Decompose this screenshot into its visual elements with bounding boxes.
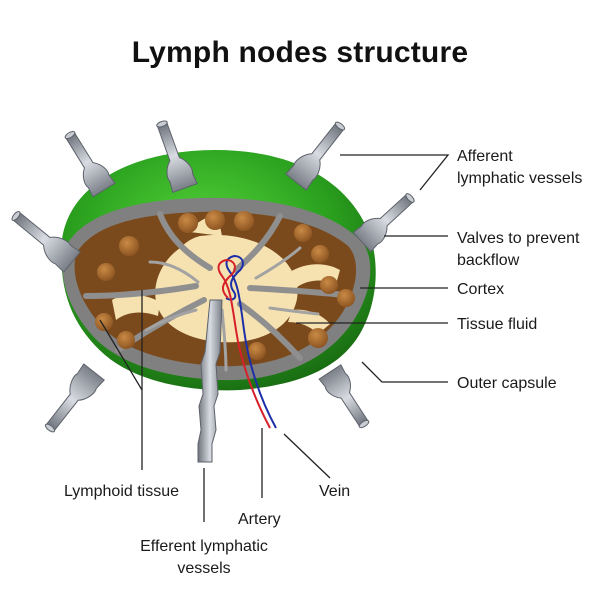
- afferent-vessel: [44, 363, 105, 433]
- leader-lines: [99, 154, 450, 522]
- trabeculae-thin: [144, 246, 320, 372]
- afferent-vessel: [352, 193, 415, 253]
- valves-label-line1: Valves to prevent: [457, 230, 580, 247]
- tissue-fluid-arm: [288, 309, 330, 334]
- tissue-fluid-label: Tissue fluid: [457, 316, 538, 333]
- afferent-label: Afferent lymphatic vessels: [457, 146, 582, 190]
- afferent-vessel: [156, 120, 198, 194]
- afferent-vessel: [285, 121, 346, 191]
- efferent-vessel: [197, 299, 223, 463]
- lymphatic-vessels: [11, 120, 415, 463]
- lymphoid-nodules: [95, 210, 355, 360]
- efferent-label-line2: vessels: [177, 560, 231, 577]
- valves-label: Valves to prevent backflow: [457, 228, 579, 272]
- lymphoid-tissue-label: Lymphoid tissue: [64, 483, 180, 500]
- vein: [225, 254, 277, 429]
- efferent-label: Efferent lymphatic vessels: [126, 536, 282, 580]
- afferent-vessel: [11, 210, 81, 273]
- outer-capsule-label: Outer capsule: [457, 375, 557, 392]
- artery-label: Artery: [238, 511, 281, 528]
- artery: [217, 258, 271, 429]
- diagram-title: Lymph nodes structure: [131, 36, 469, 69]
- tissue-fluid-arm: [112, 294, 160, 320]
- cortex-label: Cortex: [457, 281, 505, 298]
- afferent-label-line2: lymphatic vessels: [457, 170, 583, 187]
- afferent-vessel: [64, 130, 116, 198]
- afferent-vessel: [318, 364, 370, 429]
- afferent-label-line1: Afferent: [457, 148, 513, 165]
- tissue-fluid-arm: [290, 264, 340, 288]
- vein-label: Vein: [319, 483, 351, 500]
- tissue-fluid-region: [155, 234, 298, 343]
- efferent-label-line1: Efferent lymphatic: [140, 538, 268, 555]
- valves-label-line2: backflow: [457, 252, 520, 269]
